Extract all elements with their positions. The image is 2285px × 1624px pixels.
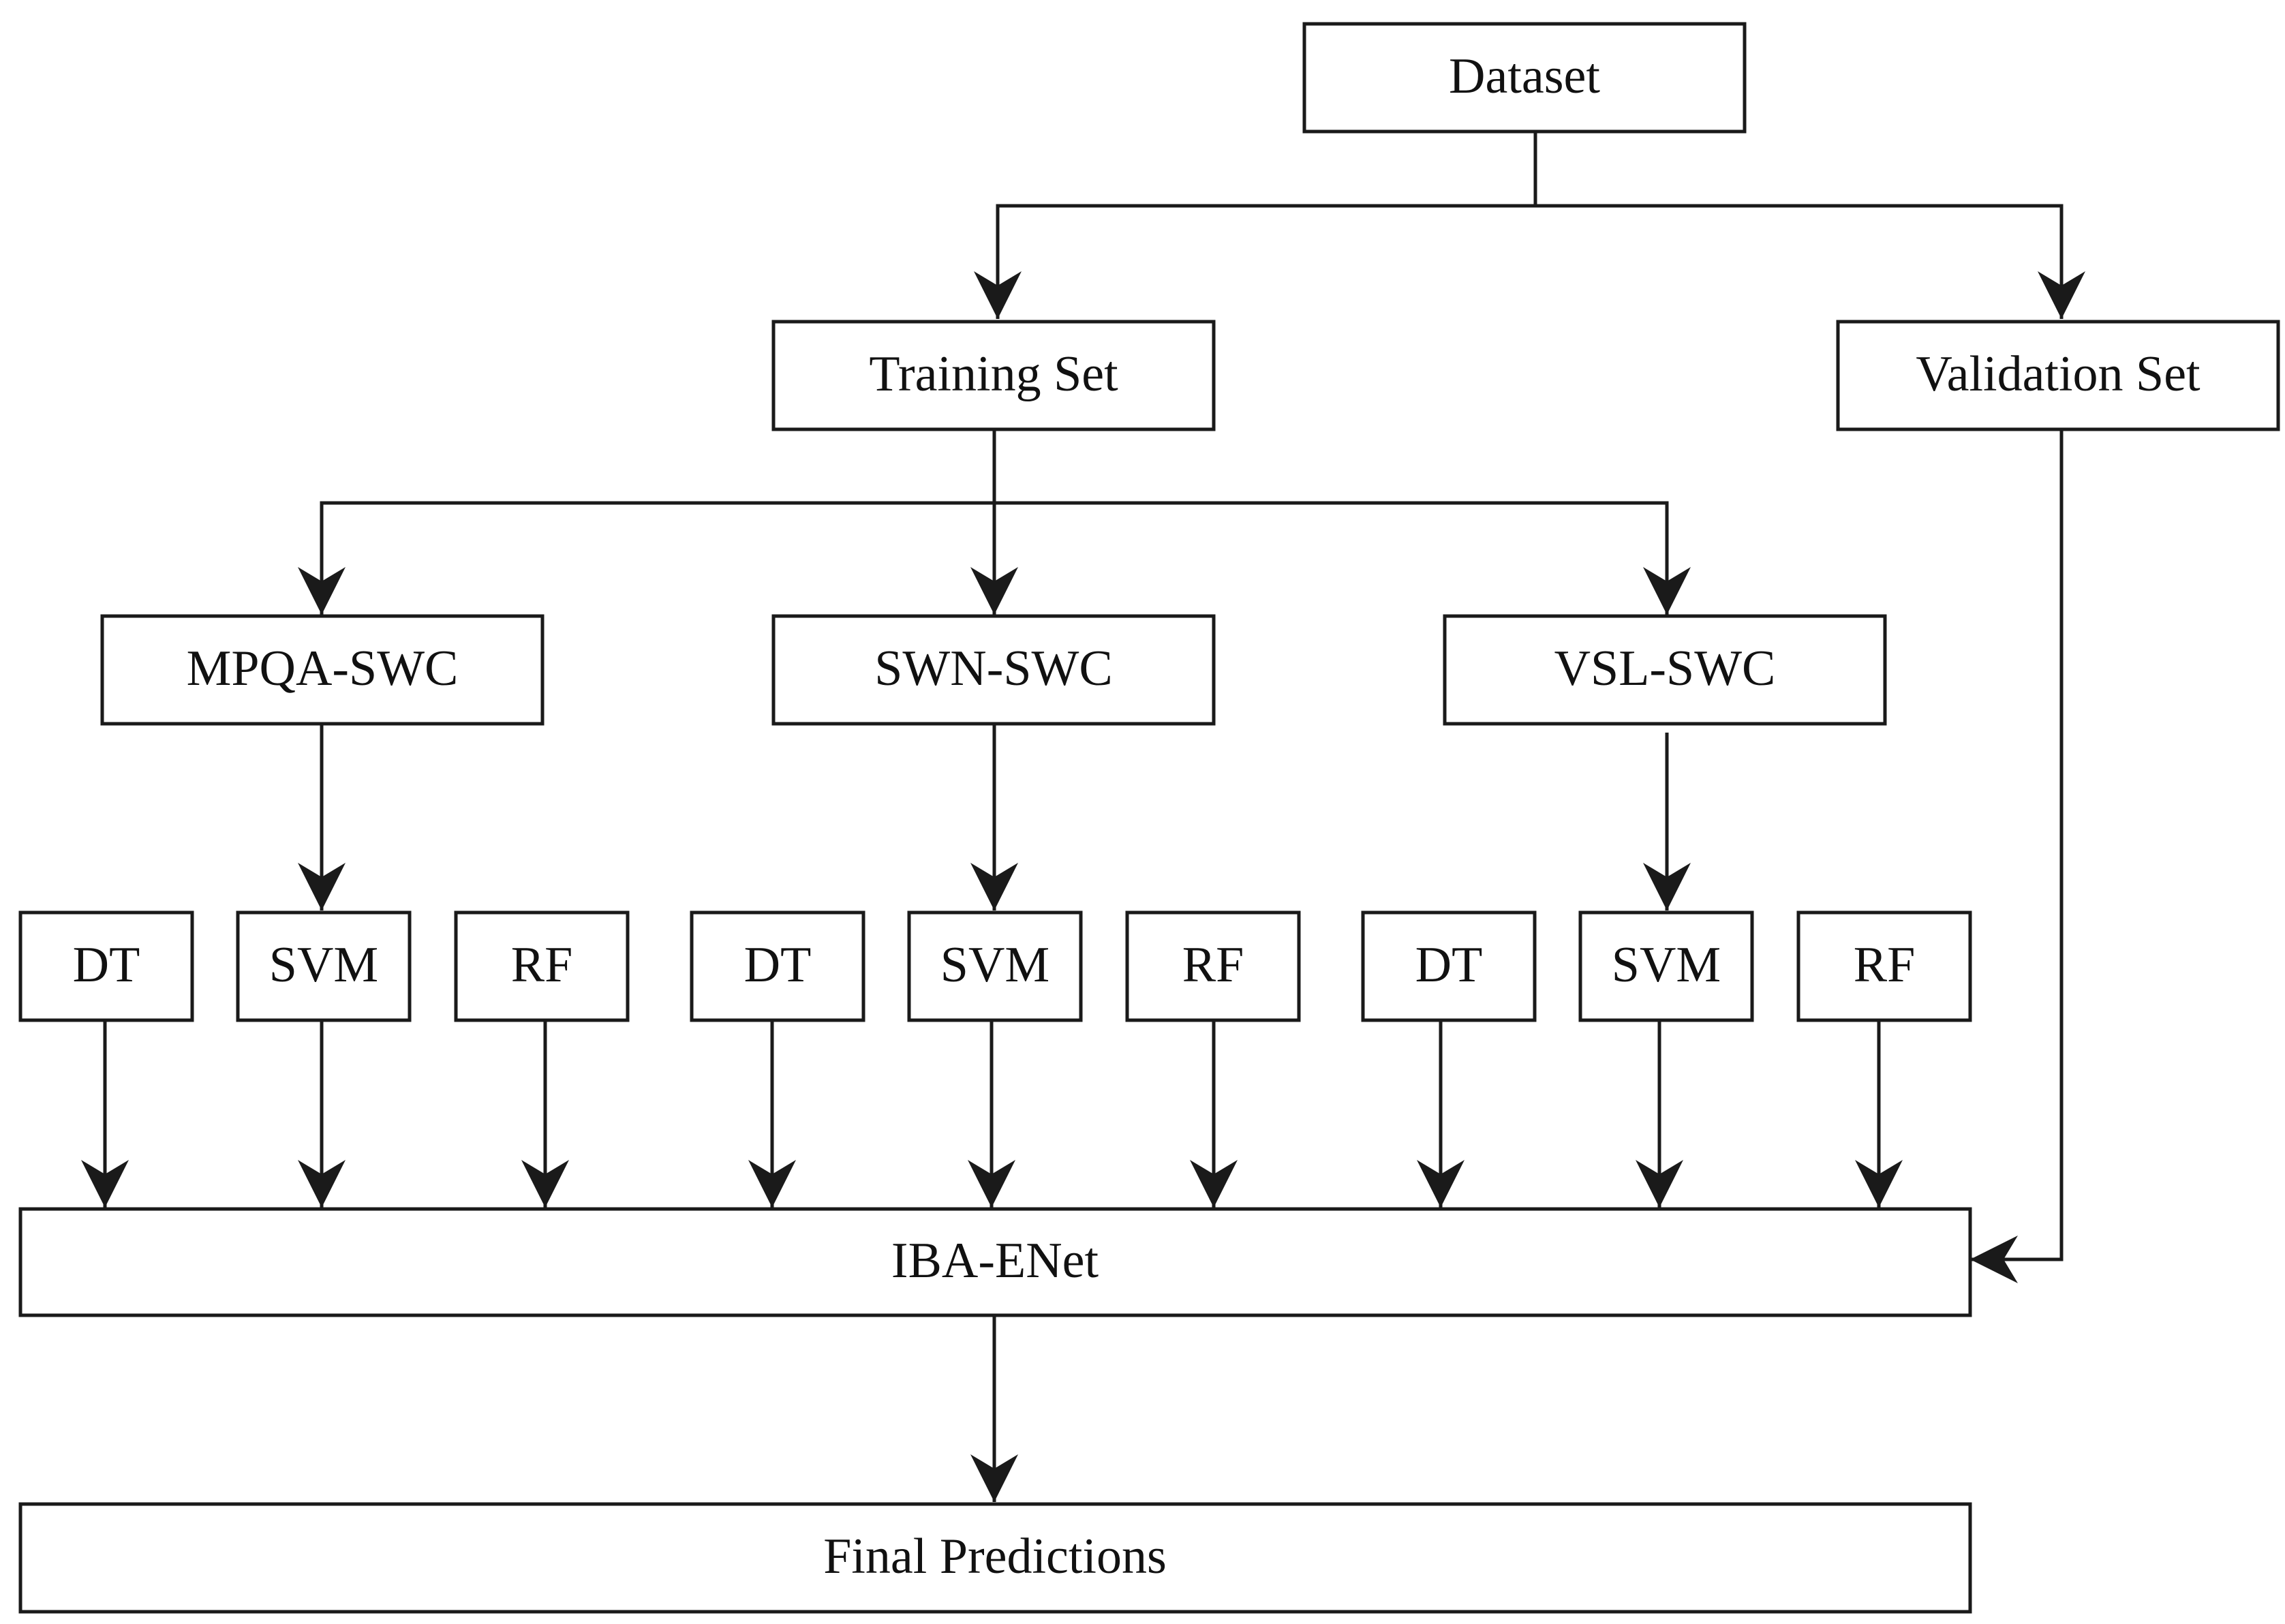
- node-final-predictions: Final Predictions: [18, 1502, 1972, 1614]
- node-dt-3: DT: [1361, 910, 1537, 1022]
- node-swn-swc-label: SWN-SWC: [874, 641, 1112, 696]
- node-mpqa-swc: MPQA-SWC: [100, 614, 545, 726]
- node-rf-1-label: RF: [511, 937, 573, 993]
- node-vsl-swc-label: VSL-SWC: [1554, 641, 1776, 696]
- node-dt-2-label: DT: [744, 937, 812, 993]
- edge-dataset-split: [974, 132, 1537, 319]
- node-dt-1: DT: [18, 910, 194, 1022]
- node-swn-swc: SWN-SWC: [771, 614, 1216, 726]
- node-svm-3-label: SVM: [1612, 937, 1721, 993]
- node-mpqa-swc-label: MPQA-SWC: [187, 641, 459, 696]
- node-training-set-label: Training Set: [869, 346, 1118, 402]
- node-svm-2: SVM: [907, 910, 1083, 1022]
- node-dt-2: DT: [690, 910, 865, 1022]
- edge-training-to-mpqa: [298, 501, 994, 615]
- nodes: Dataset Training Set Validation Set MPQA…: [18, 22, 2280, 1614]
- node-training-set: Training Set: [771, 320, 1216, 431]
- edge-training-to-vsl: [994, 501, 1691, 615]
- edge-validation-to-iba: [1970, 429, 2064, 1283]
- node-rf-3: RF: [1796, 910, 1972, 1022]
- node-dataset: Dataset: [1302, 22, 1747, 134]
- node-vsl-swc: VSL-SWC: [1443, 614, 1887, 726]
- node-svm-1-label: SVM: [269, 937, 378, 993]
- edges: [81, 132, 2085, 1502]
- node-final-predictions-label: Final Predictions: [823, 1529, 1167, 1584]
- node-validation-set-label: Validation Set: [1916, 346, 2200, 402]
- node-rf-2: RF: [1125, 910, 1301, 1022]
- node-iba-enet-label: IBA-ENet: [891, 1233, 1099, 1289]
- node-svm-2-label: SVM: [940, 937, 1049, 993]
- node-dt-1-label: DT: [73, 937, 140, 993]
- node-svm-3: SVM: [1578, 910, 1754, 1022]
- node-dataset-label: Dataset: [1449, 48, 1600, 104]
- node-validation-set: Validation Set: [1836, 320, 2280, 431]
- node-rf-3-label: RF: [1854, 937, 1916, 993]
- node-iba-enet: IBA-ENet: [18, 1207, 1972, 1317]
- edge-dataset-to-validation: [1535, 204, 2085, 319]
- node-rf-1: RF: [454, 910, 630, 1022]
- node-dt-3-label: DT: [1415, 937, 1483, 993]
- node-svm-1: SVM: [236, 910, 412, 1022]
- node-rf-2-label: RF: [1182, 937, 1244, 993]
